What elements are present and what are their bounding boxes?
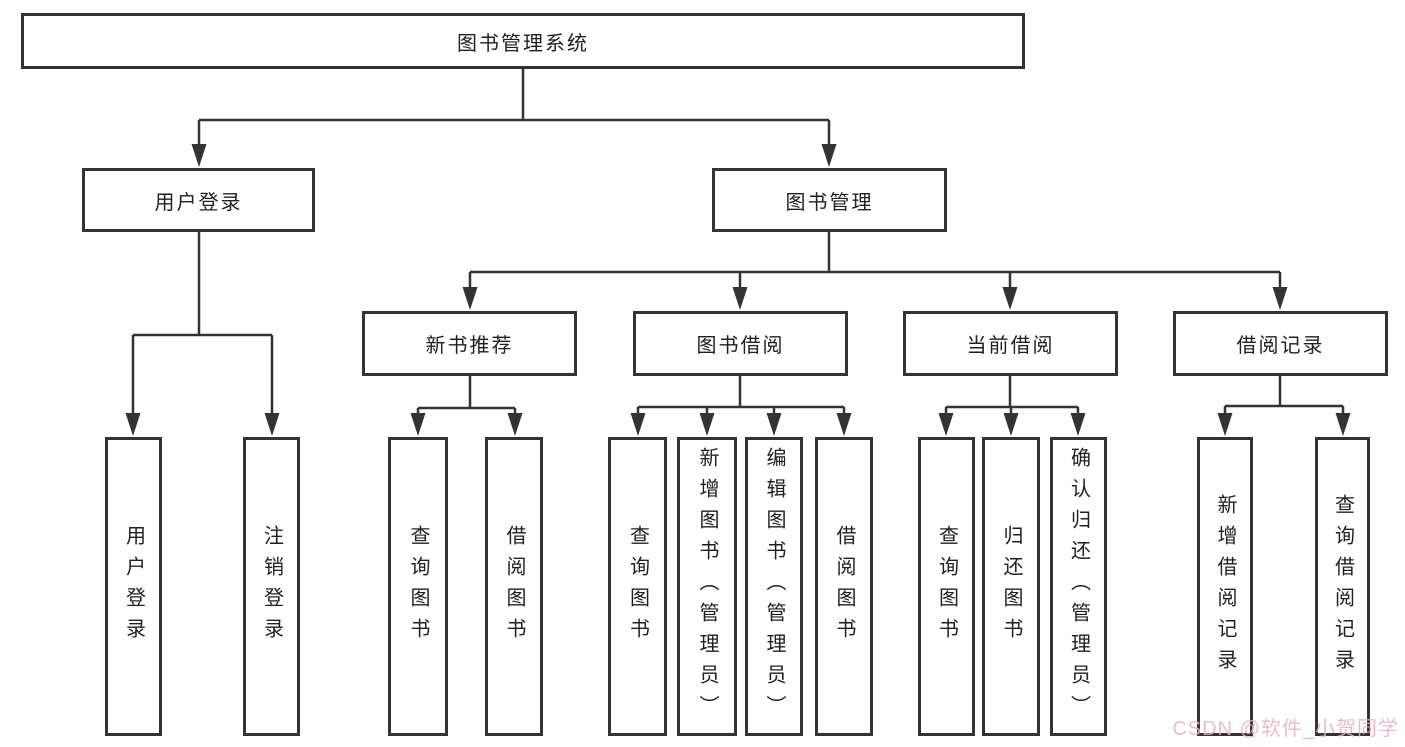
leaf-borrow-book: 借阅图书: [815, 437, 873, 736]
leaf-borrow-book-label: 借阅图书: [833, 524, 855, 649]
leaf-edit-book-admin-label: 编辑图书（管理员）: [763, 447, 785, 726]
leaf-confirm-return-admin: 确认归还（管理员）: [1050, 437, 1107, 736]
node-book-borrow-label: 图书借阅: [696, 335, 785, 357]
leaf-add-borrow-record-label: 新增借阅记录: [1214, 493, 1236, 680]
node-root-label: 图书管理系统: [457, 32, 589, 55]
leaf-query-book-borrow: 查询图书: [608, 437, 667, 736]
node-current-borrow-label: 当前借阅: [966, 335, 1055, 357]
node-user-login-label: 用户登录: [154, 191, 243, 214]
leaf-return-book: 归还图书: [982, 437, 1040, 736]
node-borrow-records-label: 借阅记录: [1236, 335, 1325, 357]
leaf-query-book-recommend-label: 查询图书: [407, 524, 429, 649]
leaf-logout: 注销登录: [243, 437, 300, 736]
node-new-book-recommend: 新书推荐: [362, 311, 577, 376]
leaf-add-book-admin-label: 新增图书（管理员）: [696, 447, 718, 726]
leaf-user-login: 用户登录: [105, 437, 162, 736]
node-book-borrow: 图书借阅: [633, 311, 848, 376]
leaf-query-book-current-label: 查询图书: [935, 524, 958, 649]
node-user-login: 用户登录: [82, 168, 315, 232]
leaf-query-book-current: 查询图书: [918, 437, 975, 736]
node-book-management: 图书管理: [712, 168, 947, 232]
node-borrow-records: 借阅记录: [1173, 311, 1388, 376]
leaf-borrow-book-recommend-label: 借阅图书: [503, 524, 525, 649]
leaf-return-book-label: 归还图书: [1000, 524, 1022, 649]
leaf-query-borrow-record: 查询借阅记录: [1315, 437, 1370, 736]
leaf-add-borrow-record: 新增借阅记录: [1197, 437, 1253, 736]
node-current-borrow: 当前借阅: [903, 311, 1118, 376]
leaf-query-borrow-record-label: 查询借阅记录: [1331, 493, 1354, 680]
node-new-book-recommend-label: 新书推荐: [425, 335, 514, 357]
leaf-edit-book-admin: 编辑图书（管理员）: [745, 437, 803, 736]
leaf-logout-label: 注销登录: [260, 524, 283, 649]
leaf-confirm-return-admin-label: 确认归还（管理员）: [1067, 447, 1090, 726]
leaf-borrow-book-recommend: 借阅图书: [485, 437, 543, 736]
leaf-user-login-label: 用户登录: [122, 524, 145, 649]
node-book-management-label: 图书管理: [785, 191, 874, 214]
leaf-add-book-admin: 新增图书（管理员）: [677, 437, 737, 736]
leaf-query-book-recommend: 查询图书: [388, 437, 448, 736]
leaf-query-book-borrow-label: 查询图书: [626, 524, 649, 649]
node-root: 图书管理系统: [21, 13, 1025, 69]
